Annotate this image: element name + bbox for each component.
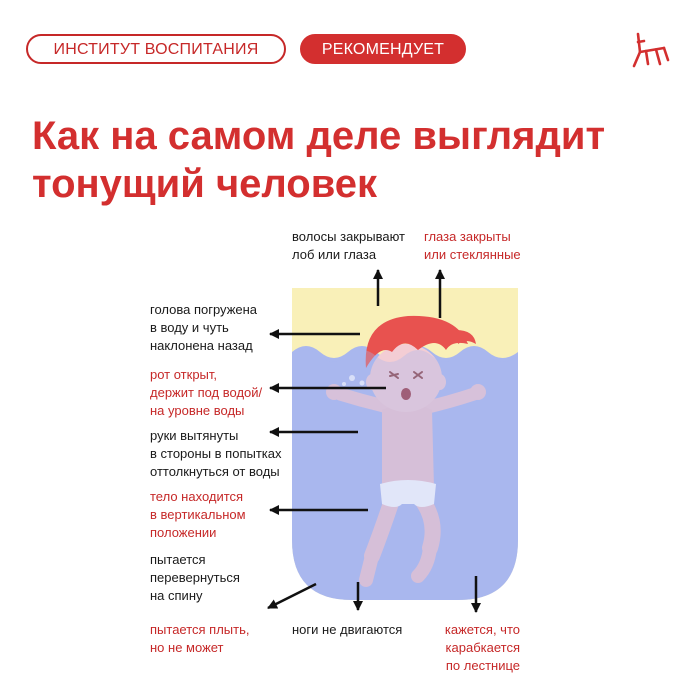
recommends-badge: РЕКОМЕНДУЕТ [300,34,466,64]
page-title: Как на самом деле выглядит тонущий челов… [32,112,672,208]
chair-logo-icon [632,32,670,68]
label-legs: ноги не двигаются [292,622,403,637]
pointer-arrows [267,269,481,613]
child-figure [326,315,486,587]
institute-badge: ИНСТИТУТ ВОСПИТАНИЯ [26,34,286,64]
label-swim: пытается плыть,но не может [150,622,250,655]
title-line-2: тонущий человек [32,162,378,206]
title-line-1: Как на самом деле выглядит [32,114,606,158]
pool [292,288,518,600]
label-mouth: рот открыт,держит под водой/на уровне во… [150,367,263,418]
